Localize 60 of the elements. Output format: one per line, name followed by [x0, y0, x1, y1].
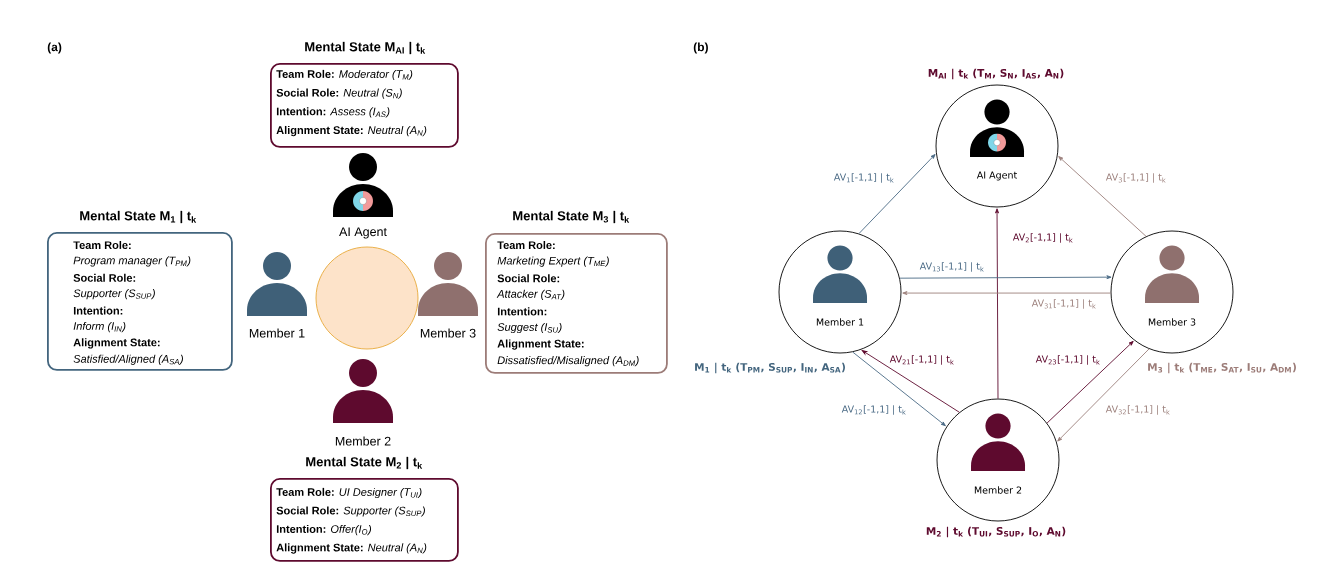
field-label: Social Role:	[73, 273, 136, 282]
field-value: Satisfied/Aligned (A$_{SA}$)	[73, 354, 183, 365]
state-field: Alignment State: Neutral (A$_{N}$)	[276, 543, 427, 554]
box-heading: Mental State M$_{1}$ | t$_{k}$	[80, 210, 197, 224]
state-field: Alignment State: Neutral (A$_{N}$)	[276, 125, 427, 137]
state-field: Intention: Assess (I$_{AS}$)	[276, 107, 390, 118]
box-heading: Mental State M$_{3}$ | t$_{k}$	[513, 210, 630, 224]
arrow	[1058, 156, 1147, 237]
state-label: M$_{2}$ | t$_{k}$ (T$_{UI}$, S$_{SUP}$, I$_{O}$, A$_{N}$)	[926, 526, 1066, 538]
box-heading: Mental State M$_{2}$ | t$_{k}$	[306, 456, 423, 470]
state-label: M$_{AI}$ | t$_{k}$ (T$_{M}$, S$_{N}$, I$_{AS}$, A$_{N}$)	[928, 68, 1064, 80]
arrow	[1057, 348, 1150, 442]
field-label: Intention:	[73, 306, 123, 315]
arrow	[852, 351, 946, 427]
field-value: Suggest (I$_{SU}$)	[497, 322, 562, 334]
edge-label: AV$_{32}$[-1,1] | t$_{k}$	[1104, 404, 1172, 416]
node-label: AI Agent	[976, 171, 1017, 181]
figure-caption: Member 1	[249, 328, 305, 338]
field-label: Alignment State:	[73, 338, 160, 349]
field-value: Attacker (S$_{AT}$)	[496, 289, 565, 300]
edge-label: AV$_{12}$[-1,1] | t$_{k}$	[840, 404, 908, 416]
edge-label: AV$_{23}$[-1,1] | t$_{k}$	[1034, 354, 1102, 366]
state-field: Team Role: UI Designer (T$_{UI}$)	[276, 487, 422, 499]
field-label: Team Role:	[73, 240, 131, 250]
edge-label: AV$_{1}$[-1,1] | t$_{k}$	[832, 172, 896, 184]
edge-label: AV$_{2}$[-1,1] | t$_{k}$	[1011, 232, 1075, 244]
edge-label: AV$_{3}$[-1,1] | t$_{k}$	[1104, 172, 1168, 184]
field-value: Dissatisfied/Misaligned (A$_{DM}$)	[497, 356, 639, 367]
field-label: Team Role:	[497, 240, 555, 250]
arrow	[861, 350, 960, 413]
box-heading: Mental State M$_{AI}$ | t$_{k}$	[305, 41, 426, 55]
arrow	[902, 291, 1111, 296]
field-label: Social Role:	[497, 274, 560, 283]
edge-label: AV$_{21}$[-1,1] | t$_{k}$	[888, 354, 956, 366]
figure-caption: Member 3	[420, 328, 476, 338]
figure-caption: Member 2	[335, 436, 391, 446]
state-label: M$_{1}$ | t$_{k}$ (T$_{PM}$, S$_{SUP}$, I$_{IN}$, A$_{SA}$)	[695, 362, 845, 374]
state-field: Social Role: Neutral (S$_{N}$)	[276, 88, 402, 99]
node-label: Member 1	[816, 318, 864, 326]
field-value: Inform (I$_{IN}$)	[73, 321, 126, 333]
arrow	[995, 208, 999, 399]
field-label: Alignment State:	[497, 339, 584, 350]
state-field: Team Role: Moderator (T$_{M}$)	[276, 69, 413, 81]
panel-label: (a)	[47, 42, 62, 54]
state-field: Intention: Offer(I$_{O}$)	[276, 524, 372, 536]
field-value: Program manager (T$_{PM}$)	[73, 256, 191, 267]
arrow	[899, 275, 1112, 280]
node-label: Member 3	[1148, 318, 1196, 326]
node-label: Member 2	[974, 486, 1022, 494]
figure-caption: AI Agent	[339, 227, 387, 239]
state-label: M$_{3}$ | t$_{k}$ (T$_{ME}$, S$_{AT}$, I$_{SU}$, A$_{DM}$)	[1148, 362, 1296, 374]
edge-label: AV$_{13}$[-1,1] | t$_{k}$	[918, 261, 986, 273]
arrow	[1046, 340, 1134, 424]
state-field: Social Role: Supporter (S$_{SUP}$)	[276, 506, 425, 517]
panel-label: (b)	[693, 42, 708, 54]
field-value: Marketing Expert (T$_{ME}$)	[497, 256, 609, 267]
field-label: Intention:	[497, 307, 547, 316]
arrow	[858, 154, 936, 234]
edge-label: AV$_{31}$[-1,1] | t$_{k}$	[1030, 298, 1098, 310]
field-value: Supporter (S$_{SUP}$)	[73, 289, 155, 300]
